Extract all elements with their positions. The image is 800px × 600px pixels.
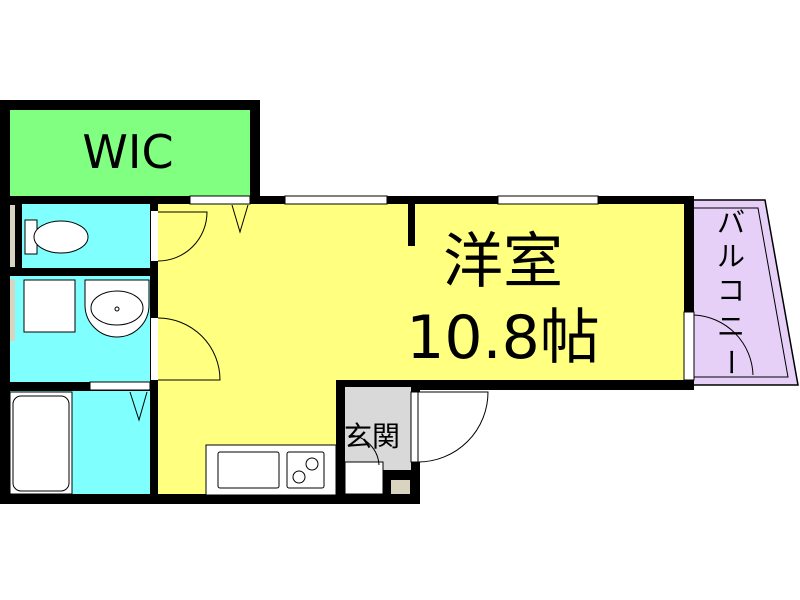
entrance-step-arc	[349, 434, 380, 466]
window	[497, 195, 599, 205]
window-slim	[10, 279, 15, 341]
western-room-size: 10.8帖	[406, 303, 600, 373]
wic-room	[10, 110, 250, 196]
window	[189, 195, 251, 205]
balcony-label-char: ル	[717, 240, 745, 273]
wall-stub	[683, 311, 695, 381]
door-frame	[151, 211, 158, 261]
balcony-label: バ ル コ ニ ー	[714, 206, 747, 376]
balcony-label-char: ー	[714, 348, 747, 376]
balcony-label-char: コ	[717, 274, 745, 307]
toilet-door	[157, 211, 208, 262]
wall-stub	[336, 385, 345, 495]
window-slim	[10, 205, 15, 267]
western-room-label: 洋室	[443, 227, 563, 297]
kitchen-counter	[205, 444, 337, 496]
western-room	[158, 204, 684, 380]
balcony-door	[693, 314, 754, 376]
balcony-railing	[692, 207, 789, 378]
wic-label: WIC	[82, 125, 173, 179]
door-frame	[151, 318, 158, 380]
sink-icon	[84, 279, 150, 338]
window	[284, 195, 388, 205]
toilet-icon	[24, 219, 89, 255]
stove-burner-icon	[305, 457, 319, 471]
washing-machine-space	[23, 279, 76, 333]
door-frame	[410, 391, 419, 463]
folding-door-icon	[129, 391, 148, 422]
shoe-box	[344, 461, 384, 495]
washroom-door	[157, 317, 221, 381]
meter-box	[391, 480, 410, 494]
stove-burner-icon	[292, 470, 306, 484]
entrance-label: 玄関	[344, 420, 400, 453]
balcony-label-char: ニ	[717, 310, 745, 343]
entrance-door	[417, 391, 489, 463]
window	[89, 381, 151, 391]
folding-door-icon	[231, 204, 249, 234]
entrance-area	[345, 387, 411, 470]
balcony-label-char: バ	[717, 206, 745, 239]
wall-stub	[408, 204, 415, 246]
bathtub-icon	[9, 391, 73, 495]
